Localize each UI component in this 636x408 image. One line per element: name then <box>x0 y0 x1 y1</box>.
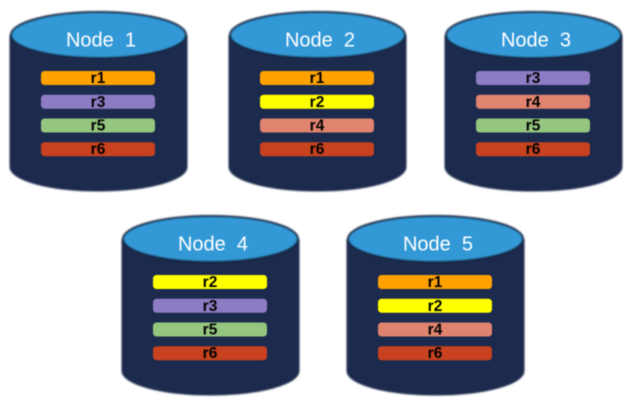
svg-text:Node 2: Node 2 <box>285 30 355 52</box>
svg-text:r4: r4 <box>428 322 443 339</box>
svg-text:r6: r6 <box>526 141 541 158</box>
svg-text:r1: r1 <box>91 70 106 87</box>
svg-text:r5: r5 <box>91 118 106 135</box>
svg-text:r5: r5 <box>526 118 541 135</box>
svg-text:r2: r2 <box>203 274 218 291</box>
svg-text:r3: r3 <box>91 94 106 111</box>
svg-text:r3: r3 <box>526 70 541 87</box>
svg-text:r4: r4 <box>310 118 325 135</box>
svg-text:r6: r6 <box>310 141 325 158</box>
svg-text:r6: r6 <box>203 345 218 362</box>
svg-text:Node 5: Node 5 <box>403 234 473 256</box>
svg-text:r2: r2 <box>428 298 443 315</box>
svg-text:Node 4: Node 4 <box>178 234 248 256</box>
svg-text:r6: r6 <box>428 345 443 362</box>
svg-text:r5: r5 <box>203 322 218 339</box>
svg-text:r1: r1 <box>310 70 325 87</box>
svg-text:r1: r1 <box>428 274 443 291</box>
svg-text:Node 3: Node 3 <box>501 30 571 52</box>
svg-text:Node 1: Node 1 <box>66 30 136 52</box>
svg-text:r3: r3 <box>203 298 218 315</box>
svg-text:r6: r6 <box>91 141 106 158</box>
svg-text:r4: r4 <box>526 94 541 111</box>
svg-text:r2: r2 <box>310 94 325 111</box>
